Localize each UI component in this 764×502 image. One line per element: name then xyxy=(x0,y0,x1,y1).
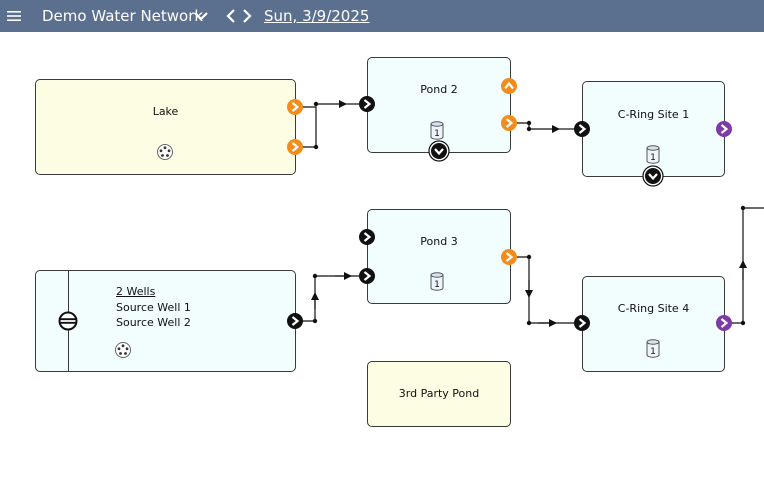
node-label: Pond 2 xyxy=(420,83,458,96)
lake-outlet-port-icon[interactable] xyxy=(287,99,303,115)
node-label: Pond 3 xyxy=(420,235,458,248)
pond-2-drain-port-icon[interactable] xyxy=(428,140,450,162)
well-item: Source Well 1 xyxy=(116,300,191,314)
hamburger-menu-icon[interactable] xyxy=(5,0,25,32)
c-ring-1-outlet-port-icon[interactable] xyxy=(716,121,732,137)
c-ring-4-outlet-port-icon[interactable] xyxy=(716,315,732,331)
c-ring-1-drain-port-icon[interactable] xyxy=(642,165,664,187)
pond-3-inlet-port-icon[interactable] xyxy=(359,268,375,284)
lake-gauge-icon xyxy=(157,144,173,160)
pond-3-inlet-port-icon[interactable] xyxy=(359,229,375,245)
node-label: C-Ring Site 4 xyxy=(617,302,690,315)
c-ring-1-inlet-port-icon[interactable] xyxy=(574,121,590,137)
connection-lines xyxy=(302,100,764,327)
tank-count: 1 xyxy=(650,347,656,357)
connection-junctions xyxy=(312,101,746,326)
pond-2-inlet-port-icon[interactable] xyxy=(359,96,375,112)
top-bar: Demo Water Network Sun, 3/9/2025 xyxy=(0,0,764,32)
network-title[interactable]: Demo Water Network xyxy=(42,7,204,25)
chevron-down-icon[interactable] xyxy=(192,0,212,32)
date-selector[interactable]: Sun, 3/9/2025 xyxy=(264,7,370,25)
pond-2-overflow-port-icon[interactable] xyxy=(501,78,517,94)
lake-outlet-port-icon[interactable] xyxy=(287,139,303,155)
c-ring-1-tank-icon: 1 xyxy=(646,145,660,164)
pond-3-tank-icon: 1 xyxy=(430,272,444,291)
well-source-icon xyxy=(58,311,78,331)
wells-text: 2 Wells Source Well 1 Source Well 2 xyxy=(116,284,191,331)
c-ring-4-inlet-port-icon[interactable] xyxy=(574,315,590,331)
pond-3-outlet-port-icon[interactable] xyxy=(501,249,517,265)
node-2-wells[interactable]: 2 Wells Source Well 1 Source Well 2 xyxy=(35,270,296,372)
chevron-left-icon[interactable] xyxy=(225,0,241,32)
pond-2-tank-icon: 1 xyxy=(430,121,444,140)
node-3rd-party-pond[interactable]: 3rd Party Pond xyxy=(367,361,511,427)
node-label: 3rd Party Pond xyxy=(398,387,480,400)
pond-2-outlet-port-icon[interactable] xyxy=(501,115,517,131)
node-label: C-Ring Site 1 xyxy=(617,108,690,121)
network-canvas: Lake Pond 2 C-Ring Site 1 Pond 3 2 Wells… xyxy=(0,32,764,502)
connections-layer: 1 1 xyxy=(58,78,764,358)
tank-count: 1 xyxy=(434,280,440,290)
node-label: Lake xyxy=(152,105,179,118)
well-item: Source Well 2 xyxy=(116,316,191,329)
wells-gauge-icon xyxy=(115,342,131,358)
tank-count: 1 xyxy=(650,153,656,163)
c-ring-4-tank-icon: 1 xyxy=(646,339,660,358)
wells-group-link[interactable]: 2 Wells xyxy=(116,285,156,298)
tank-count: 1 xyxy=(434,129,440,139)
wells-outlet-port-icon[interactable] xyxy=(287,313,303,329)
chevron-right-icon[interactable] xyxy=(241,0,257,32)
